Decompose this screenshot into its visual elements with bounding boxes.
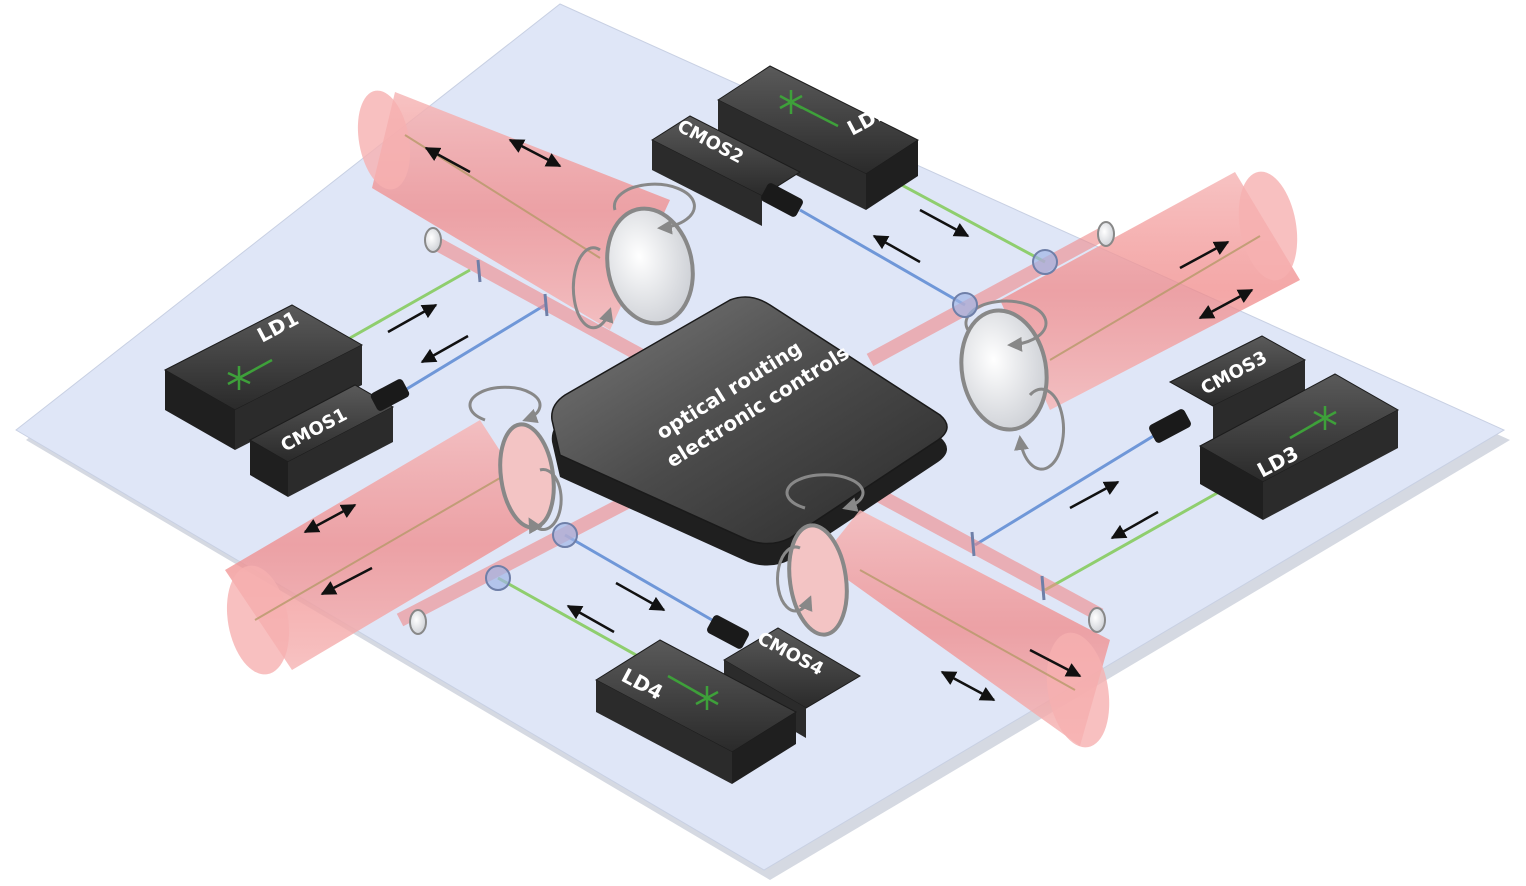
rotation-icon <box>571 246 614 330</box>
arrow-icon <box>566 604 615 634</box>
rotating-mirror-bottom-right <box>776 473 865 637</box>
rotation-icon <box>1014 387 1065 471</box>
red-beam-cylinder-bottom-left <box>225 420 545 675</box>
cmos1-module: CMOS1 <box>248 379 410 497</box>
arrow-icon <box>1029 648 1082 678</box>
red-routing-beam <box>856 478 1104 622</box>
fold-mirror <box>409 609 427 635</box>
cmos-lens <box>1149 409 1191 443</box>
rotating-mirror-right <box>959 299 1065 471</box>
arrow-icon <box>919 208 970 238</box>
arrow-icon <box>1069 480 1120 510</box>
green-beam <box>1044 481 1236 592</box>
direction-arrows <box>387 208 1159 634</box>
laser-star-icon <box>779 90 839 128</box>
ld4-module: LD4 <box>594 639 798 784</box>
rotation-icon <box>528 468 563 535</box>
arrow-icon <box>303 503 357 534</box>
red-routing-beam <box>866 223 1114 367</box>
cmos3-module: CMOS3 <box>1149 335 1307 443</box>
rotation-icon <box>785 473 865 512</box>
fold-mirror <box>1097 221 1115 247</box>
red-beam-cylinder-top-left <box>357 90 670 330</box>
rotation-icon <box>468 385 542 423</box>
arrow-icon <box>320 566 373 596</box>
blue-beam <box>799 208 966 307</box>
red-routing-beam <box>426 233 644 362</box>
arrow-icon <box>1110 510 1159 540</box>
beam-paths <box>349 174 1236 662</box>
arrow-icon <box>872 234 921 264</box>
arrow-icon <box>387 303 438 334</box>
beam-splitter <box>476 259 482 283</box>
red-beam-cylinder-right <box>1000 171 1300 410</box>
arrow-icon <box>424 146 471 174</box>
beam-splitter <box>543 293 549 317</box>
cmos-lens <box>370 379 410 411</box>
laser-star-icon <box>667 674 719 710</box>
rotation-icon <box>612 182 696 235</box>
fold-mirrors <box>409 221 1115 635</box>
cmos-lens <box>707 615 749 649</box>
blue-beam <box>564 533 713 622</box>
red-beam-cylinder-bottom-right <box>820 510 1110 748</box>
rotation-icon <box>776 545 813 613</box>
beam-splitter <box>970 531 976 557</box>
cmos-lens <box>761 183 803 217</box>
green-beam <box>884 174 1046 264</box>
blue-beam <box>974 430 1161 547</box>
green-beam <box>349 268 471 340</box>
laser-star-icon <box>227 358 273 390</box>
beam-splitter <box>1040 575 1046 601</box>
laser-star-icon <box>1289 406 1337 440</box>
beam-splitter <box>552 522 578 548</box>
arrow-icon <box>940 670 996 702</box>
beam-splitter <box>485 565 511 591</box>
beam-splitter <box>1032 249 1058 275</box>
rotating-mirror-bottom-left <box>468 385 563 535</box>
ld3-module: LD3 <box>1198 373 1400 520</box>
arrow-icon <box>1198 288 1254 320</box>
arrow-icon <box>1179 240 1230 270</box>
arrow-icon <box>615 581 666 612</box>
fold-mirror <box>1088 607 1106 633</box>
arrow-icon <box>508 138 562 168</box>
blue-beam <box>404 303 546 392</box>
beam-splitter <box>952 292 978 318</box>
red-routing-beam <box>396 483 654 627</box>
rotating-mirror-top-left <box>571 182 696 330</box>
arrow-icon <box>420 334 469 364</box>
fold-mirror <box>424 227 442 253</box>
